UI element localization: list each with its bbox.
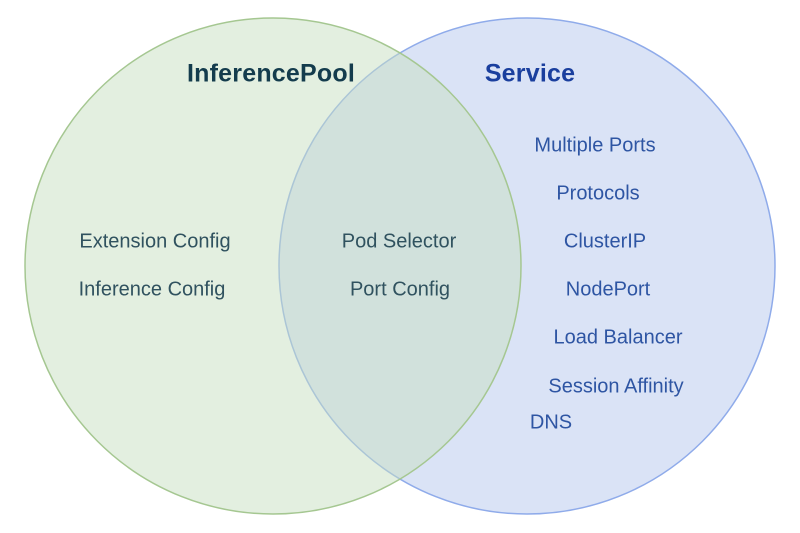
inferencepool-circle-outline xyxy=(24,17,522,515)
service-item-protocols: Protocols xyxy=(556,182,640,205)
inferencepool-item-extension-config: Extension Config xyxy=(79,230,231,253)
inferencepool-title: InferencePool xyxy=(187,59,355,88)
overlap-item-port-config: Port Config xyxy=(349,278,451,301)
inferencepool-circle xyxy=(25,18,521,514)
service-item-clusterip: ClusterIP xyxy=(563,230,647,253)
service-item-nodeport: NodePort xyxy=(565,278,651,301)
inferencepool-item-inference-config: Inference Config xyxy=(78,278,226,301)
service-item-dns: DNS xyxy=(529,411,573,434)
service-item-session-affinity: Session Affinity xyxy=(548,375,684,398)
service-item-load-balancer: Load Balancer xyxy=(553,326,683,349)
overlap-item-pod-selector: Pod Selector xyxy=(341,230,457,253)
service-item-multiple-ports: Multiple Ports xyxy=(534,134,656,157)
service-title: Service xyxy=(484,59,576,88)
